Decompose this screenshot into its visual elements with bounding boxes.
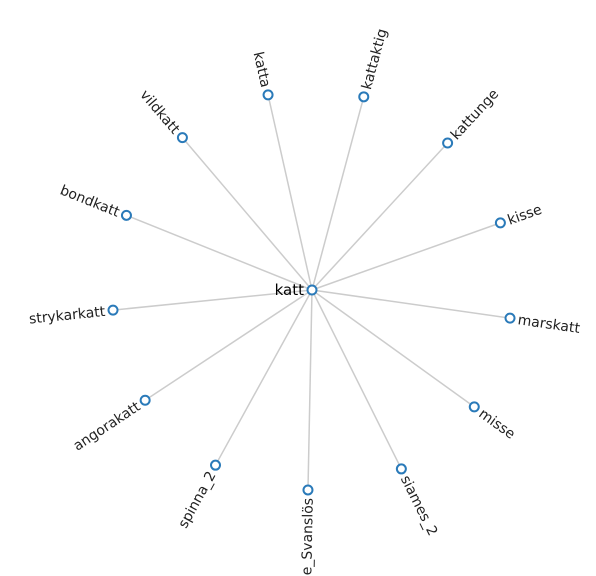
node-circle[interactable] xyxy=(262,89,274,101)
node-marskatt[interactable]: marskatt xyxy=(504,312,582,337)
edge-spinna_2 xyxy=(214,289,313,466)
node-circle[interactable] xyxy=(139,394,151,406)
node-label: spinna_2 xyxy=(175,469,219,531)
node-bondkatt[interactable]: bondkatt xyxy=(58,182,132,221)
node-siames_2[interactable]: siames_2 xyxy=(395,463,440,538)
edge-kattunge xyxy=(311,142,449,291)
node-kisse[interactable]: kisse xyxy=(494,202,545,229)
edge-bondkatt xyxy=(126,214,313,291)
node-misse[interactable]: misse xyxy=(468,401,518,443)
node-label: kisse xyxy=(506,202,545,229)
node-pelle-svanslos[interactable]: Pelle_Svanslös xyxy=(299,484,317,576)
node-circle[interactable] xyxy=(494,217,506,229)
node-label: siames_2 xyxy=(397,473,440,538)
node-circle[interactable] xyxy=(442,137,454,149)
node-kattunge[interactable]: kattunge xyxy=(442,86,502,149)
edge-marskatt xyxy=(311,289,511,319)
node-circle[interactable] xyxy=(504,312,516,324)
edge-katta xyxy=(267,94,313,291)
node-spinna_2[interactable]: spinna_2 xyxy=(175,459,222,531)
node-circle[interactable] xyxy=(395,463,407,475)
node-vildkatt[interactable]: vildkatt xyxy=(136,87,188,144)
edge-siames_2 xyxy=(311,289,403,470)
center-circle[interactable] xyxy=(306,284,318,296)
edge-pelle-svanslos xyxy=(307,289,313,490)
node-label: marskatt xyxy=(517,312,582,337)
edge-misse xyxy=(311,289,475,408)
node-label: strykarkatt xyxy=(28,304,106,328)
node-label: kattaktig xyxy=(359,27,391,91)
node-label: vildkatt xyxy=(136,87,182,138)
edge-kisse xyxy=(311,222,501,291)
node-label: kattunge xyxy=(448,86,502,143)
node-circle[interactable] xyxy=(210,459,222,471)
node-angorakatt[interactable]: angorakatt xyxy=(71,394,151,455)
edge-strykarkatt xyxy=(112,289,313,311)
node-label: katta xyxy=(250,50,274,89)
node-label: angorakatt xyxy=(71,399,144,455)
node-circle[interactable] xyxy=(120,209,132,221)
node-katta[interactable]: katta xyxy=(250,50,274,101)
node-center[interactable]: katt xyxy=(275,281,318,299)
node-circle[interactable] xyxy=(107,304,119,316)
node-label: Pelle_Svanslös xyxy=(299,498,317,576)
node-label: misse xyxy=(476,406,518,443)
node-kattaktig[interactable]: kattaktig xyxy=(358,27,391,103)
edges xyxy=(112,94,511,490)
edge-vildkatt xyxy=(181,137,313,291)
node-label: bondkatt xyxy=(58,182,123,220)
node-circle[interactable] xyxy=(176,132,188,144)
node-circle[interactable] xyxy=(358,91,370,103)
center-label: katt xyxy=(275,281,304,299)
node-circle[interactable] xyxy=(468,401,480,413)
edge-kattaktig xyxy=(311,96,365,291)
edge-angorakatt xyxy=(144,289,313,401)
node-strykarkatt[interactable]: strykarkatt xyxy=(28,304,119,328)
node-circle[interactable] xyxy=(302,484,314,496)
